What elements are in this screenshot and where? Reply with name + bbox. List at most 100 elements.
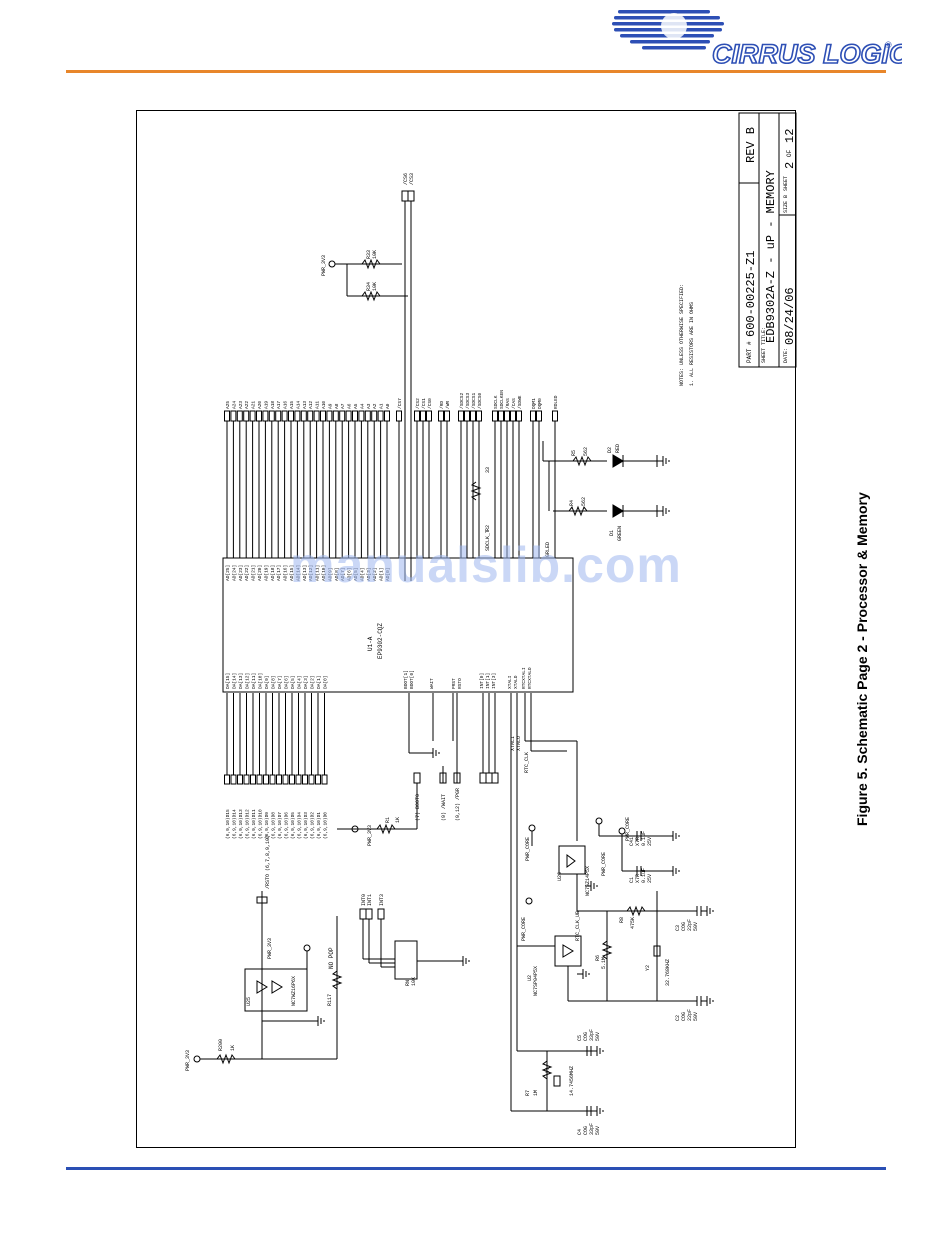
net-right-8: A17 [276,401,282,409]
r2-resistor [470,481,482,501]
d1-color: GREEN [617,526,623,541]
u26-schmitt-icon [566,854,576,868]
pin-right-12: AD[13] [302,565,308,581]
y2-crystal-icon [653,945,661,957]
net-ctrl-15: DQM1 [531,398,537,409]
pin-right-18: AD[7] [340,567,346,581]
net-ctrl-2: /CS1 [421,398,427,409]
pin-left-3: DA[12] [245,673,251,689]
net-right-19: A6 [347,403,353,409]
pin-low-3: PRST [451,678,457,689]
c41-val-0: X7R [635,837,641,846]
net-right-22: A3 [366,403,372,409]
pin-right-15: AD[10] [321,565,327,581]
net-left-10: (6,9,10)D5 [290,812,296,839]
date-label: DATE: [783,348,789,363]
u1-processor-body [222,557,574,693]
schematic-frame: PART # 600-00225-Z1 REV B SHEET TITLE: E… [136,110,797,1148]
pin-right-0: AD[25] [225,565,231,581]
net-ctrl-6: /SDCS2 [459,392,465,409]
r8-resistor [626,905,646,917]
c3-val-2: 50V [693,922,699,931]
net-ctrl-10: SDCLK [493,395,499,409]
u25-buffer-b-icon [271,980,283,994]
brand-registered-mark: ® [885,40,892,50]
pin-left-0: DA[15] [225,673,231,689]
sheet-number: 2 [783,162,797,169]
r33-ref: R33 [366,250,372,259]
pin-right-21: AD[4] [359,567,365,581]
pin-right-25: AD[0] [385,567,391,581]
c41-val-2: 25V [647,837,653,846]
pin-left-9: DA[6] [284,675,290,689]
r117-resistor [331,970,343,990]
pin-low-11: RTCXTALO [527,667,533,689]
pin-low-1: BOOT[0] [409,670,415,689]
pin-right-6: AD[19] [263,565,269,581]
net-ctrl-14: /SDWE [517,395,523,409]
c1-val-0: X7R [635,874,641,883]
rn-resistor-network [394,940,418,980]
c4-val-1: 33pF [589,1123,595,1135]
pin-right-13: AD[12] [308,565,314,581]
control-bus-right: /CS7/CS2/CS1/CS0/RD/WR/SDCS2/SDCS3/SDCS1… [396,390,559,558]
net-right-15: A10 [321,401,327,409]
r6-resistor [601,940,613,960]
sheet-label: SHEET [783,176,789,191]
r6-value: 5.1M [601,957,607,969]
net-right-25: A0 [385,403,391,409]
pwr-3v3-r1-label: PWR_3V3 [367,825,373,846]
pin-left-8: DA[7] [277,675,283,689]
cirrus-logic-logo: CIRRUS LOGIC ® [612,10,902,68]
pin-left-7: DA[8] [271,675,277,689]
watermark: manualslib.com [290,537,682,593]
r33-resistor [361,258,381,270]
c2-val-1: 22pF [687,1009,693,1021]
net-right-6: A19 [263,401,269,409]
net-right-12: A13 [302,401,308,409]
pin-left-5: DA[10] [258,673,264,689]
pin-right-17: AD[8] [334,567,340,581]
net-left-15: (6,9,10)D0 [323,812,329,839]
net-right-4: A21 [251,401,257,409]
pin-right-20: AD[5] [353,567,359,581]
net-cs6: /CS6 [403,173,409,185]
u25-buffer-body [244,968,308,1012]
c2-val-0: COG [681,1012,687,1021]
int0-label: INT0 [361,894,367,906]
pin-left-11: DA[4] [297,675,303,689]
net-ctrl-12: /RAS [505,398,511,409]
pin-right-5: AD[20] [257,565,263,581]
pgr-label: (9,12) /PGR [455,788,461,821]
u1-part: EP9302-CQZ [377,623,384,659]
net-ctrl-7: /SDCS3 [465,392,471,409]
r4-value: 562 [581,497,587,506]
c2-ref: C2 [675,1015,681,1021]
net-left-13: (6,9,10)D2 [310,812,316,839]
pin-right-23: AD[2] [372,567,378,581]
net-ctrl-4: /RD [439,401,445,409]
pin-left-15: DA[0] [323,675,329,689]
pin-low-2: WAIT [429,678,435,689]
revision: REV B [744,127,758,163]
c3-ref: C3 [675,925,681,931]
net-right-7: A18 [270,401,276,409]
xtali-label: XTALI [510,736,516,751]
net-left-7: (6,9,10)D8 [271,812,277,839]
c3-val-1: 22pF [687,919,693,931]
u25-ref: U25 [246,997,252,1006]
c4-val-2: 50V [595,1126,601,1135]
boot0-label: (7) BOOT0 [415,794,421,821]
net-left-5: (6,9,10)D10 [258,809,264,839]
notes-title: NOTES: UNLESS OTHERWISE SPECIFIED: [679,284,685,386]
r6-ref: R6 [595,955,601,961]
address-bus-right: A25AD[25]A24AD[24]A23AD[23]A22AD[22]A21A… [224,401,391,581]
c41-val-1: 0.1uF [641,831,647,846]
net-left-0: (6,9,10)D15 [225,809,231,839]
r34-ref: R34 [366,282,372,291]
pin-low-5: INT[0] [479,673,485,689]
net-left-11: (6,9,10)D4 [297,812,303,839]
pin-low-8: XTALI [507,675,513,689]
net-right-17: A8 [334,403,340,409]
figure-caption-box: Figure 5. Schematic Page 2 - Processor &… [852,440,876,830]
